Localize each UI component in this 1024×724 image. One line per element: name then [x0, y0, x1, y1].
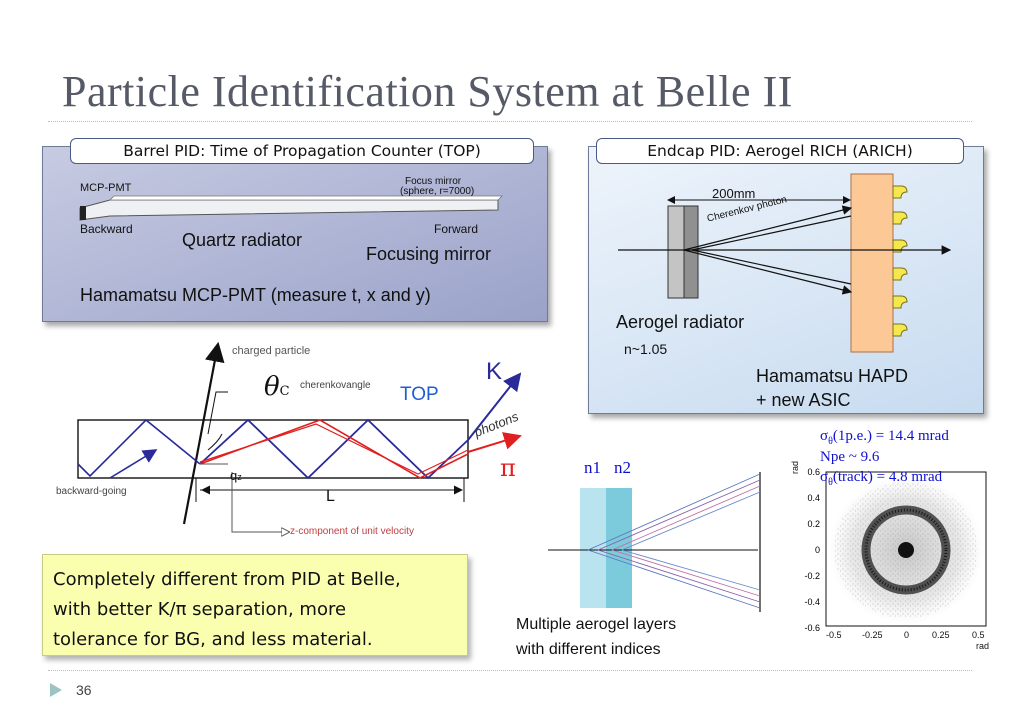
- multilayer-aerogel-diagram: [548, 472, 761, 612]
- n1-label: n1: [584, 458, 601, 477]
- quartz-radiator-label: Quartz radiator: [182, 230, 303, 250]
- x-tick: -0.5: [826, 630, 842, 640]
- forward-label: Forward: [434, 222, 479, 236]
- arich-panel-tab: Endcap PID: Aerogel RICH (ARICH): [596, 138, 964, 164]
- focus-mirror-label: Focus mirror: [405, 176, 462, 187]
- asic-label: + new ASIC: [756, 390, 851, 410]
- npe-label: Npe ~ 9.6: [820, 449, 880, 465]
- title-divider: [48, 121, 972, 122]
- resolution-track: σθ(track) = 4.8 mrad: [820, 469, 942, 488]
- refractive-index-label: n~1.05: [624, 341, 668, 357]
- cherenkov-angle-label: cherenkovangle: [300, 380, 371, 391]
- resolution-1pe: σθ(1p.e.) = 14.4 mrad: [820, 428, 949, 447]
- res2-value: (track) = 4.8 mrad: [832, 469, 943, 485]
- theta-letter: θ: [264, 372, 280, 402]
- summary-callout: Completely different from PID at Belle, …: [42, 554, 468, 656]
- top-label: TOP: [400, 384, 439, 405]
- length-label: L: [326, 488, 335, 505]
- callout-line-1: Completely different from PID at Belle,: [53, 569, 401, 590]
- callout-line-2: with better K/π separation, more: [53, 599, 347, 620]
- res1-subscript: θ: [828, 436, 833, 447]
- qz-label: qz: [230, 468, 242, 483]
- y-tick: 0.2: [807, 519, 820, 529]
- qz-subscript: z: [237, 472, 242, 482]
- backward-going-label: backward-going: [56, 486, 127, 497]
- y-tick: 0: [814, 545, 820, 555]
- x-tick: 0: [904, 630, 910, 640]
- y-tick: -0.2: [804, 571, 820, 581]
- z-component-label: z-component of unit velocity: [290, 526, 414, 537]
- hamamatsu-mcp-label: Hamamatsu MCP-PMT (measure t, x and y): [80, 285, 431, 305]
- pion-label: π: [500, 454, 516, 482]
- y-tick: -0.4: [804, 597, 820, 607]
- x-tick: -0.25: [862, 630, 883, 640]
- theta-subscript: C: [279, 384, 290, 399]
- y-tick: -0.6: [804, 623, 820, 633]
- x-tick: 0.5: [972, 630, 985, 640]
- top-panel-tab: Barrel PID: Time of Propagation Counter …: [70, 138, 534, 164]
- res2-sigma: σ: [820, 469, 829, 485]
- y-tick: 0.4: [807, 493, 820, 503]
- arich-panel: [588, 146, 984, 414]
- focus-mirror-sub-label: (sphere, r=7000): [400, 186, 475, 197]
- y-tick: 0.6: [807, 467, 820, 477]
- kaon-label: K: [486, 358, 503, 385]
- x-axis-unit: rad: [976, 641, 990, 651]
- mcp-pmt-label: MCP-PMT: [80, 182, 132, 194]
- footer-divider: [48, 670, 972, 671]
- callout-line-3: tolerance for BG, and less material.: [53, 629, 373, 650]
- slide-title: Particle Identification System at Belle …: [62, 67, 793, 116]
- y-axis-unit: rad: [790, 460, 800, 474]
- res2-subscript: θ: [828, 477, 833, 488]
- aerogel-radiator-label: Aerogel radiator: [616, 312, 745, 332]
- x-tick: 0.25: [932, 630, 950, 640]
- distance-label: 200mm: [712, 186, 756, 201]
- top-counter-panel: [42, 146, 548, 322]
- cherenkov-ring-plot: [825, 471, 987, 627]
- res1-value: (1p.e.) = 14.4 mrad: [832, 428, 949, 444]
- multilayer-caption-1: Multiple aerogel layers: [516, 616, 677, 633]
- backward-label: Backward: [80, 222, 133, 236]
- multilayer-caption-2: with different indices: [516, 641, 661, 658]
- theta-symbol: θC: [264, 372, 290, 402]
- res1-sigma: σ: [820, 428, 829, 444]
- charged-particle-label: charged particle: [232, 345, 311, 357]
- n2-label: n2: [614, 458, 631, 477]
- top-principle-diagram: [77, 341, 522, 548]
- arich-diagram: [618, 173, 952, 353]
- hapd-label: Hamamatsu HAPD: [756, 366, 909, 386]
- qz-letter: q: [230, 468, 238, 483]
- slide-bullet-icon: [50, 683, 62, 697]
- quartz-bar-diagram: [79, 195, 503, 221]
- page-number: 36: [76, 682, 92, 698]
- focusing-mirror-label: Focusing mirror: [366, 244, 492, 264]
